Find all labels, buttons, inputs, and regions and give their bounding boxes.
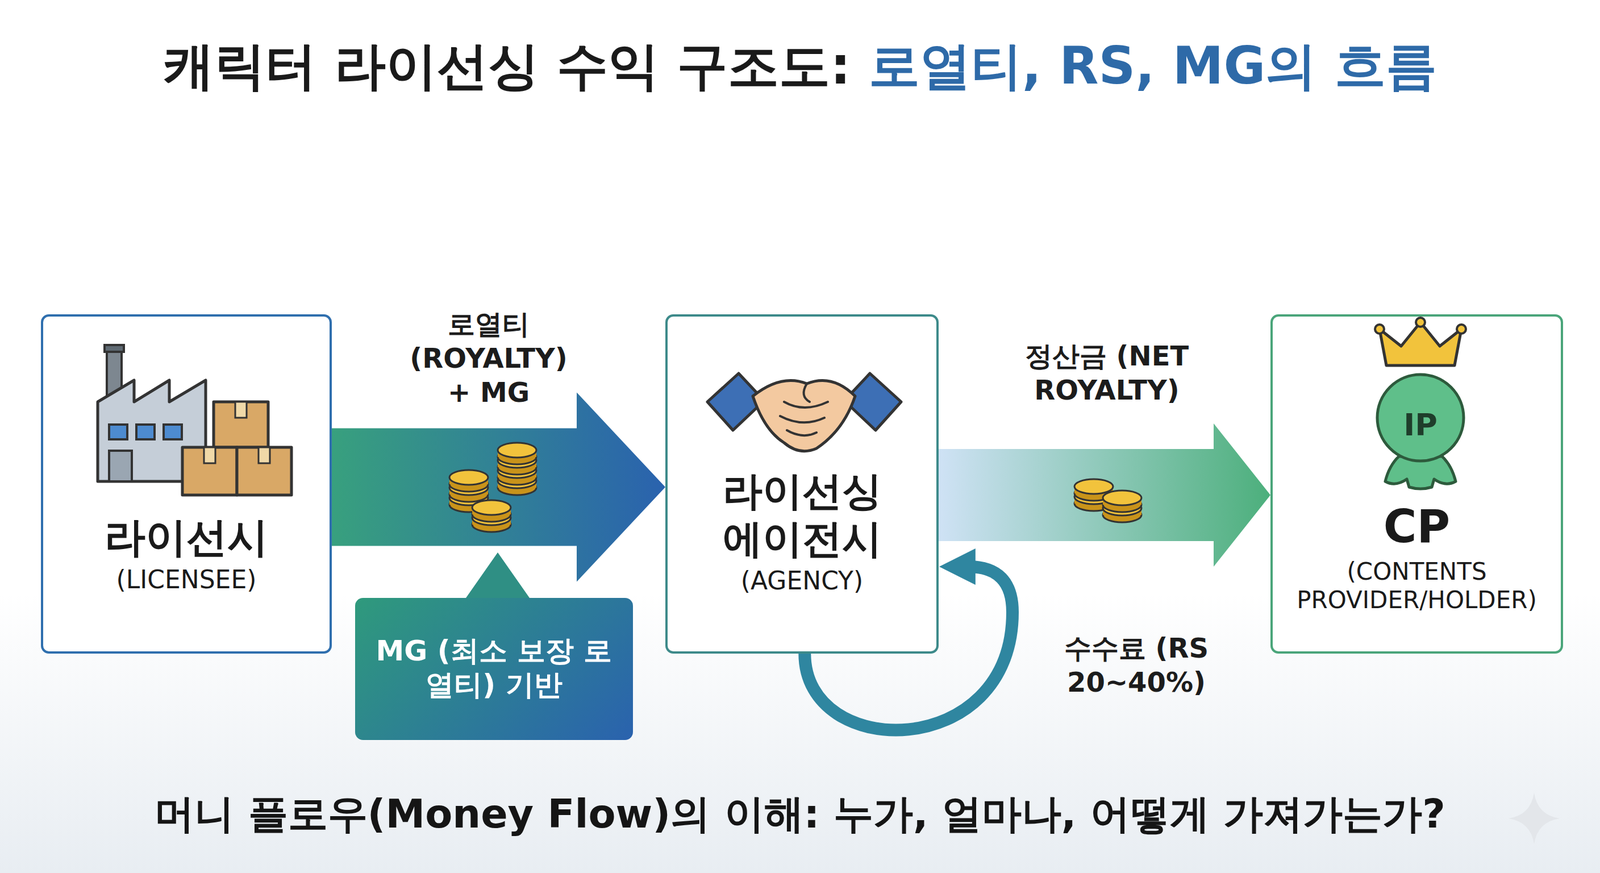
flow-arrow	[938, 423, 1271, 567]
callout-pointer	[465, 552, 530, 598]
entity-box: CP(CONTENTS PROVIDER/HOLDER) IP	[1270, 314, 1564, 654]
caption-wrap: 머니 플로우(Money Flow)의 이해: 누가, 얼마나, 어떻게 가져가…	[0, 789, 1600, 838]
sparkle-watermark	[1508, 792, 1560, 844]
ip-label: IP	[1403, 406, 1438, 443]
factory-icon	[43, 316, 335, 504]
node-subtitle: (LICENSEE)	[116, 564, 257, 595]
node-title: CP	[1383, 499, 1450, 554]
flow-arrow	[331, 392, 666, 582]
node-title: 라이선시	[104, 512, 269, 562]
entity-box: 라이선시(LICENSEE)	[40, 314, 332, 654]
node-title: 라이선싱 에이전시	[708, 467, 897, 563]
entity-box: 라이선싱 에이전시(AGENCY)	[665, 314, 939, 654]
node-subtitle: (AGENCY)	[740, 565, 864, 597]
edge-label: 로열티 (ROYALTY) + MG	[406, 306, 572, 410]
node-title: MG (최소 보장 로열티) 기반	[372, 633, 617, 702]
edge-label: 정산금 (NET ROYALTY)	[987, 338, 1227, 407]
title-wrap: 캐릭터 라이선싱 수익 구조도: 로열티, RS, MG의 흐름	[0, 35, 1600, 97]
node-subtitle: (CONTENTS PROVIDER/HOLDER)	[1286, 557, 1548, 615]
edge-label: 수수료 (RS 20~40%)	[1028, 630, 1245, 699]
caption: 머니 플로우(Money Flow)의 이해: 누가, 얼마나, 어떻게 가져가…	[154, 789, 1446, 838]
title: 캐릭터 라이선싱 수익 구조도: 로열티, RS, MG의 흐름	[163, 35, 1437, 97]
title-rule	[40, 131, 1562, 135]
mg-callout-box: MG (최소 보장 로열티) 기반	[355, 597, 633, 740]
